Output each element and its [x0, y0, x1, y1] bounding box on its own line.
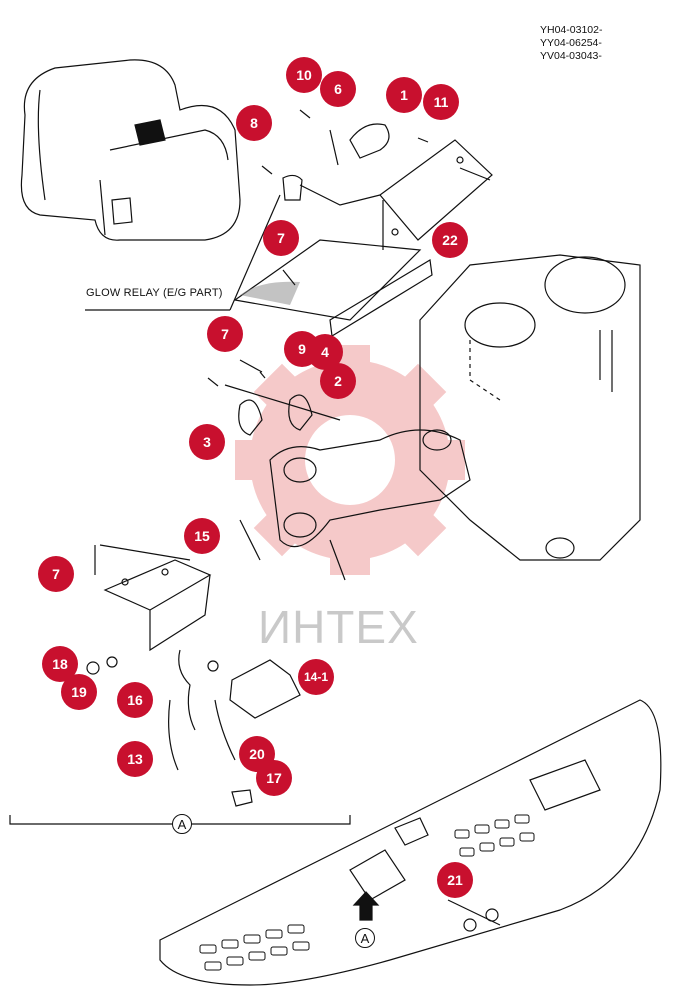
callout-2: 2 — [320, 363, 356, 399]
callout-7-lower: 7 — [38, 556, 74, 592]
floor-vent-slots — [199, 814, 535, 971]
seat-drawing — [20, 59, 241, 241]
callout-10: 10 — [286, 57, 322, 93]
model-code-1: YH04-03102- — [540, 24, 603, 36]
view-a-ref-bottom-left: A — [172, 814, 192, 834]
model-code-2: YY04-06254- — [540, 37, 602, 49]
callout-8: 8 — [236, 105, 272, 141]
view-arrow-icon — [352, 891, 380, 921]
lower-bracket-drawing — [86, 544, 301, 807]
callout-14-1: 14-1 — [298, 659, 334, 695]
horn-drawing — [207, 359, 341, 436]
fuel-tank-drawing — [419, 254, 641, 561]
callout-21: 21 — [437, 862, 473, 898]
callout-7-mid: 7 — [207, 316, 243, 352]
callout-1: 1 — [386, 77, 422, 113]
callout-22: 22 — [432, 222, 468, 258]
view-a-ref-floor: A — [355, 928, 375, 948]
callout-17: 17 — [256, 760, 292, 796]
callout-13: 13 — [117, 741, 153, 777]
callout-11: 11 — [423, 84, 459, 120]
model-code-3: YV04-03043- — [540, 50, 602, 62]
plate-drawing — [85, 194, 433, 337]
callout-7-top: 7 — [263, 220, 299, 256]
callout-19: 19 — [61, 674, 97, 710]
model-codes: YH04-03102- YY04-06254- YV04-03043- — [540, 24, 602, 63]
callout-16: 16 — [117, 682, 153, 718]
callout-15: 15 — [184, 518, 220, 554]
watermark-gear-icon — [235, 345, 465, 575]
watermark-text: ИНТЕХ — [258, 601, 419, 653]
callout-3: 3 — [189, 424, 225, 460]
swing-frame-drawing — [239, 429, 471, 581]
callout-6: 6 — [320, 71, 356, 107]
floor-plate-drawing — [159, 699, 662, 986]
relay-bracket-drawing — [261, 109, 493, 250]
glow-relay-label: GLOW RELAY (E/G PART) — [86, 287, 223, 299]
